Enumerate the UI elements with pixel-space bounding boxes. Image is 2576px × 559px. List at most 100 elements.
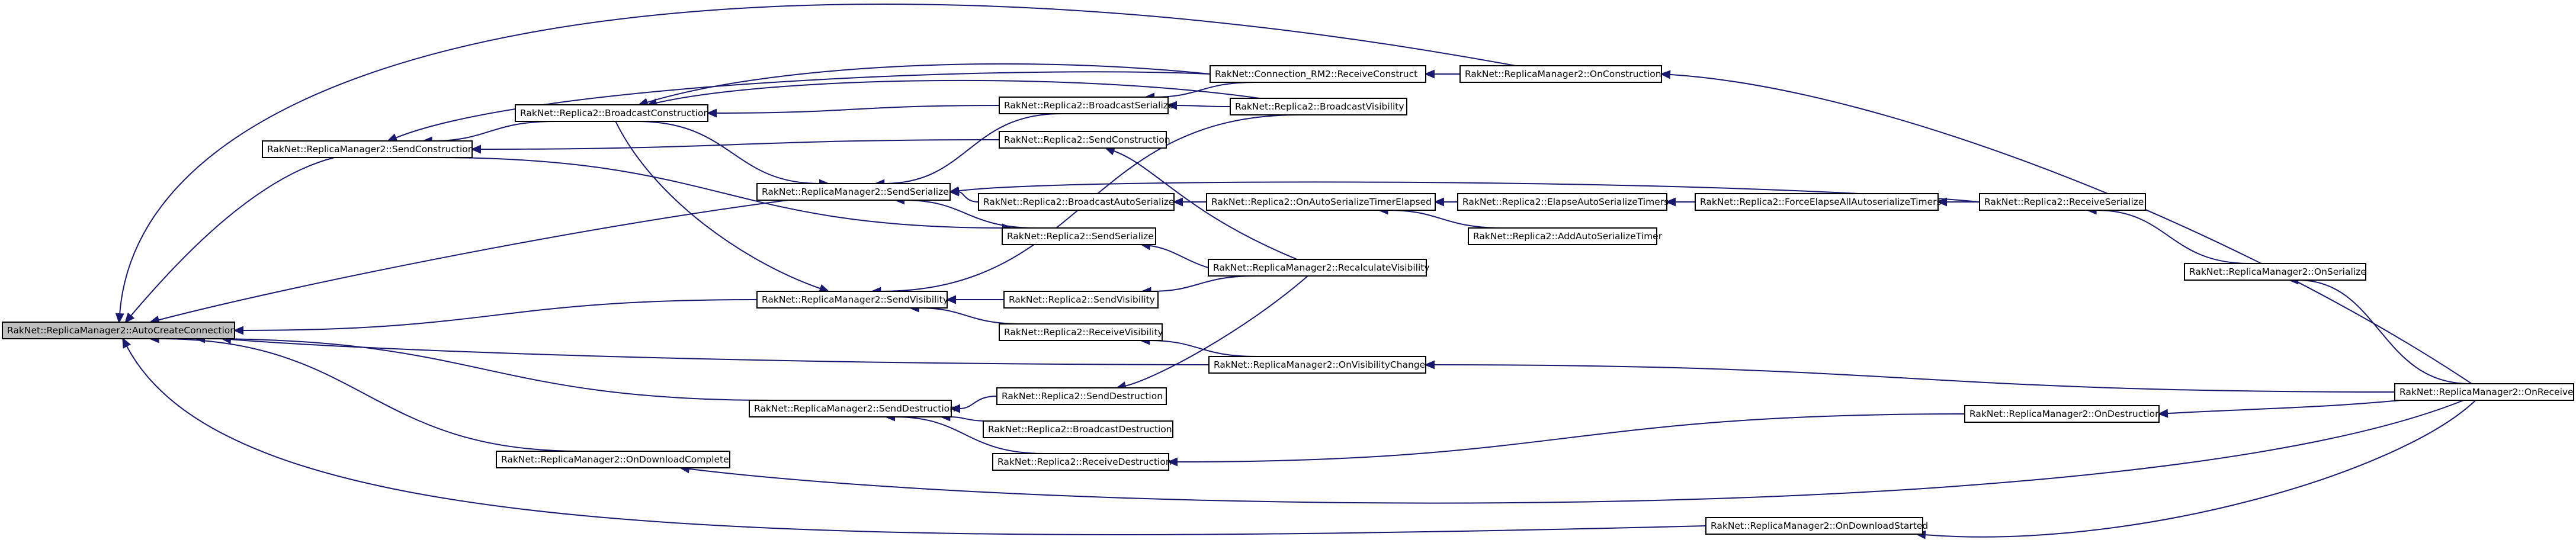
- edge-on-download-complete-to-auto-create-connection: [149, 334, 582, 452]
- node-r2-broadcast-destruction[interactable]: RakNet::Replica2::BroadcastDestruction: [983, 420, 1173, 438]
- edge-line: [431, 121, 556, 142]
- node-label: RakNet::ReplicaManager2::SendConstructio…: [267, 144, 474, 155]
- node-r2-send-destruction[interactable]: RakNet::Replica2::SendDestruction: [996, 387, 1167, 405]
- node-r2-send-construction[interactable]: RakNet::Replica2::SendConstruction: [999, 131, 1170, 149]
- node-box: [2, 322, 235, 339]
- node-send-visibility[interactable]: RakNet::ReplicaManager2::SendVisibility: [756, 291, 948, 309]
- edge-line: [1150, 275, 1256, 292]
- node-box: [756, 291, 948, 309]
- edge-arrowhead: [948, 186, 960, 195]
- edge-line: [894, 416, 1045, 454]
- node-label: RakNet::Replica2::BroadcastConstruction: [520, 108, 709, 118]
- edge-r2-send-visibility-to-send-visibility: [945, 295, 1004, 304]
- node-r2-broadcast-serialize[interactable]: RakNet::Replica2::BroadcastSerialize: [999, 97, 1173, 114]
- node-label: RakNet::ReplicaManager2::AutoCreateConne…: [7, 325, 236, 336]
- edge-arrowhead: [386, 133, 398, 142]
- node-box: [2184, 263, 2366, 281]
- edge-line: [646, 63, 1211, 103]
- node-broadcast-construction[interactable]: RakNet::Replica2::BroadcastConstruction: [515, 104, 709, 122]
- node-rm2-on-download-started[interactable]: RakNet::ReplicaManager2::OnDownloadStart…: [1705, 517, 1928, 535]
- node-label: RakNet::ReplicaManager2::SendSerialize: [762, 187, 949, 197]
- edge-arrowhead: [115, 313, 124, 324]
- node-auto-create-connection[interactable]: RakNet::ReplicaManager2::AutoCreateConne…: [2, 322, 236, 339]
- edge-rm2-recalculate-visibility-to-r2-send-visibility: [1140, 275, 1256, 296]
- edge-arrowhead: [1665, 197, 1676, 207]
- edge-line: [480, 139, 1000, 150]
- node-box: [1230, 98, 1407, 115]
- node-r2-receive-serialize[interactable]: RakNet::Replica2::ReceiveSerialize: [1979, 193, 2146, 211]
- edge-line: [119, 4, 1516, 314]
- edge-line: [884, 113, 1062, 184]
- node-box: [978, 193, 1175, 211]
- edge-rm2-on-serialize-to-r2-receive-serialize: [2086, 205, 2250, 264]
- node-send-construction[interactable]: RakNet::ReplicaManager2::SendConstructio…: [262, 140, 474, 158]
- edge-line: [1149, 340, 1257, 357]
- edge-rm2-on-construction-to-conn-receive-construct: [1424, 69, 1460, 79]
- node-r2-send-serialize[interactable]: RakNet::Replica2::SendSerialize: [1002, 227, 1156, 245]
- node-r2-broadcast-auto-serialize[interactable]: RakNet::Replica2::BroadcastAutoSerialize: [978, 193, 1175, 211]
- node-label: RakNet::Replica2::BroadcastAutoSerialize: [983, 197, 1174, 207]
- edge-line: [2096, 210, 2250, 264]
- node-label: RakNet::ReplicaManager2::OnDestruction: [1969, 409, 2161, 419]
- node-box: [999, 97, 1169, 114]
- node-label: RakNet::Replica2::BroadcastDestruction: [988, 424, 1172, 435]
- edge-r2-send-destruction-to-send-destruction: [949, 396, 997, 413]
- node-r2-send-visibility[interactable]: RakNet::Replica2::SendVisibility: [1003, 291, 1159, 309]
- edge-rm2-on-download-started-to-auto-create-connection: [122, 337, 1706, 535]
- node-label: RakNet::ReplicaManager2::SendVisibility: [762, 294, 948, 305]
- edge-r2-send-construction-to-send-construction: [470, 139, 1000, 154]
- node-r2-elapse-auto-serialize-timers[interactable]: RakNet::Replica2::ElapseAutoSerializeTim…: [1457, 193, 1669, 211]
- node-r2-add-auto-serialize-timer[interactable]: RakNet::Replica2::AddAutoSerializeTimer: [1468, 227, 1663, 245]
- edges-layer: [115, 4, 2476, 539]
- node-box: [1695, 193, 1939, 211]
- node-label: RakNet::Replica2::ReceiveSerialize: [1984, 197, 2144, 207]
- edge-line: [918, 307, 1023, 325]
- node-box: [1002, 227, 1156, 245]
- node-box: [996, 387, 1167, 405]
- edge-line: [126, 345, 1706, 535]
- node-on-download-complete[interactable]: RakNet::ReplicaManager2::OnDownloadCompl…: [496, 451, 730, 468]
- edge-line: [1433, 364, 2395, 393]
- edge-send-serialize-to-auto-create-connection: [149, 200, 788, 325]
- node-box: [1468, 227, 1657, 245]
- edge-line: [637, 121, 820, 184]
- node-rm2-on-serialize[interactable]: RakNet::ReplicaManager2::OnSerialize: [2184, 263, 2366, 281]
- node-send-serialize[interactable]: RakNet::ReplicaManager2::SendSerialize: [756, 183, 951, 201]
- edge-line: [242, 299, 758, 331]
- node-r2-on-auto-serialize-timer-elapsed[interactable]: RakNet::Replica2::OnAutoSerializeTimerEl…: [1206, 193, 1436, 211]
- edge-arrowhead: [1424, 69, 1435, 79]
- node-rm2-on-construction[interactable]: RakNet::ReplicaManager2::OnConstruction: [1459, 65, 1662, 83]
- edge-arrowhead: [1172, 197, 1183, 207]
- edge-line: [435, 157, 1003, 229]
- node-rm2-on-destruction[interactable]: RakNet::ReplicaManager2::OnDestruction: [1964, 405, 2161, 423]
- edge-line: [656, 79, 1260, 104]
- node-box: [262, 140, 473, 158]
- node-r2-receive-destruction[interactable]: RakNet::Replica2::ReceiveDestruction: [992, 453, 1172, 471]
- node-rm2-on-visibility-change[interactable]: RakNet::ReplicaManager2::OnVisibilityCha…: [1208, 356, 1426, 374]
- node-box: [1208, 356, 1426, 374]
- edge-line: [2167, 400, 2401, 415]
- edge-line: [2298, 280, 2470, 384]
- node-rm2-recalculate-visibility[interactable]: RakNet::ReplicaManager2::RecalculateVisi…: [1208, 259, 1430, 277]
- edge-r2-receive-serialize-to-r2-force-elapse-all: [1936, 197, 1980, 207]
- node-label: RakNet::Connection_RM2::ReceiveConstruct: [1215, 69, 1417, 80]
- node-label: RakNet::ReplicaManager2::OnDownloadCompl…: [501, 454, 729, 465]
- node-r2-broadcast-visibility[interactable]: RakNet::Replica2::BroadcastVisibility: [1230, 98, 1407, 115]
- edge-line: [1113, 150, 1298, 260]
- edge-rm2-on-destruction-to-r2-receive-destruction: [1167, 413, 1965, 467]
- edge-arrowhead: [470, 144, 481, 154]
- node-label: RakNet::Replica2::SendDestruction: [1002, 391, 1163, 401]
- node-label: RakNet::Replica2::ReceiveVisibility: [1004, 327, 1163, 338]
- node-box: [999, 323, 1163, 341]
- node-rm2-on-receive[interactable]: RakNet::ReplicaManager2::OnReceive: [2394, 383, 2574, 401]
- node-r2-force-elapse-all[interactable]: RakNet::Replica2::ForceElapseAllAutoseri…: [1695, 193, 1942, 211]
- edge-line: [158, 200, 788, 321]
- node-r2-receive-visibility[interactable]: RakNet::Replica2::ReceiveVisibility: [999, 323, 1163, 341]
- nodes-layer: RakNet::ReplicaManager2::AutoCreateConne…: [2, 65, 2574, 535]
- node-send-destruction[interactable]: RakNet::ReplicaManager2::SendDestruction: [749, 400, 955, 417]
- node-label: RakNet::ReplicaManager2::OnReceive: [2399, 387, 2574, 397]
- edge-arrowhead: [1166, 101, 1177, 110]
- node-conn-receive-construct[interactable]: RakNet::Connection_RM2::ReceiveConstruct: [1210, 65, 1426, 83]
- edge-arrowhead: [1167, 457, 1178, 467]
